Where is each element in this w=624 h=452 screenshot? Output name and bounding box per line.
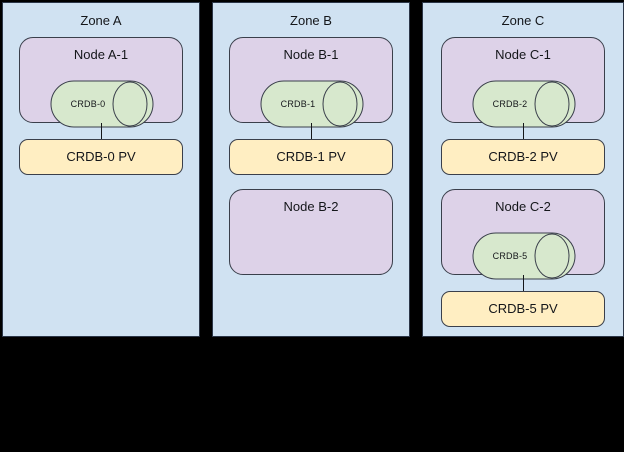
crdb-1-label: CRDB-1 [280,99,316,109]
node-c-2-box: Node C-2 CRDB-5 [441,189,605,280]
crdb-5-pv-label: CRDB-5 PV [488,301,558,316]
crdb-2-pv-box: CRDB-2 PV [441,139,605,175]
zone-a-container: Zone A Node A-1 CRDB-0 CRDB-0 PV [2,2,200,337]
crdb-2-label: CRDB-2 [492,99,528,109]
node-b-2-box: Node B-2 [229,189,393,275]
crdb-0-database-cylinder: CRDB-0 [50,80,154,128]
zone-c-title: Zone C [501,13,545,28]
zone-a-title: Zone A [80,13,122,28]
crdb-1-pv-label: CRDB-1 PV [276,149,346,164]
crdb-1-database-cylinder: CRDB-1 [260,80,364,128]
cylinder-icon [472,232,576,280]
crdb-1-pv-box: CRDB-1 PV [229,139,393,175]
zone-c-container: Zone C Node C-1 CRDB-2 CRDB-2 PV Node C-… [422,2,624,337]
crdb-5-label: CRDB-5 [492,251,528,261]
crdb-5-database-cylinder: CRDB-5 [472,232,576,280]
cylinder-icon [260,80,364,128]
crdb-0-pv-box: CRDB-0 PV [19,139,183,175]
node-a-1-title: Node A-1 [73,47,129,62]
crdb-0-label: CRDB-0 [70,99,106,109]
crdb-0-pv-label: CRDB-0 PV [66,149,136,164]
zone-b-title: Zone B [290,13,332,28]
node-c-2-title: Node C-2 [495,199,551,214]
node-a-1-to-crdb-0-pv-connector [101,123,102,141]
node-c-1-title: Node C-1 [495,47,551,62]
node-b-2-title: Node B-2 [283,199,339,214]
zone-b-container: Zone B Node B-1 CRDB-1 CRDB-1 PV Node B-… [212,2,410,337]
node-c-1-box: Node C-1 CRDB-2 [441,37,605,128]
crdb-5-pv-box: CRDB-5 PV [441,291,605,327]
crdb-2-pv-label: CRDB-2 PV [488,149,558,164]
crdb-2-database-cylinder: CRDB-2 [472,80,576,128]
node-c-2-to-crdb-5-pv-connector [523,275,524,293]
node-b-1-title: Node B-1 [283,47,339,62]
node-c-1-to-crdb-2-pv-connector [523,123,524,141]
node-b-1-to-crdb-1-pv-connector [311,123,312,141]
cylinder-icon [50,80,154,128]
node-a-1-box: Node A-1 CRDB-0 [19,37,183,128]
cylinder-icon [472,80,576,128]
node-b-1-box: Node B-1 CRDB-1 [229,37,393,128]
